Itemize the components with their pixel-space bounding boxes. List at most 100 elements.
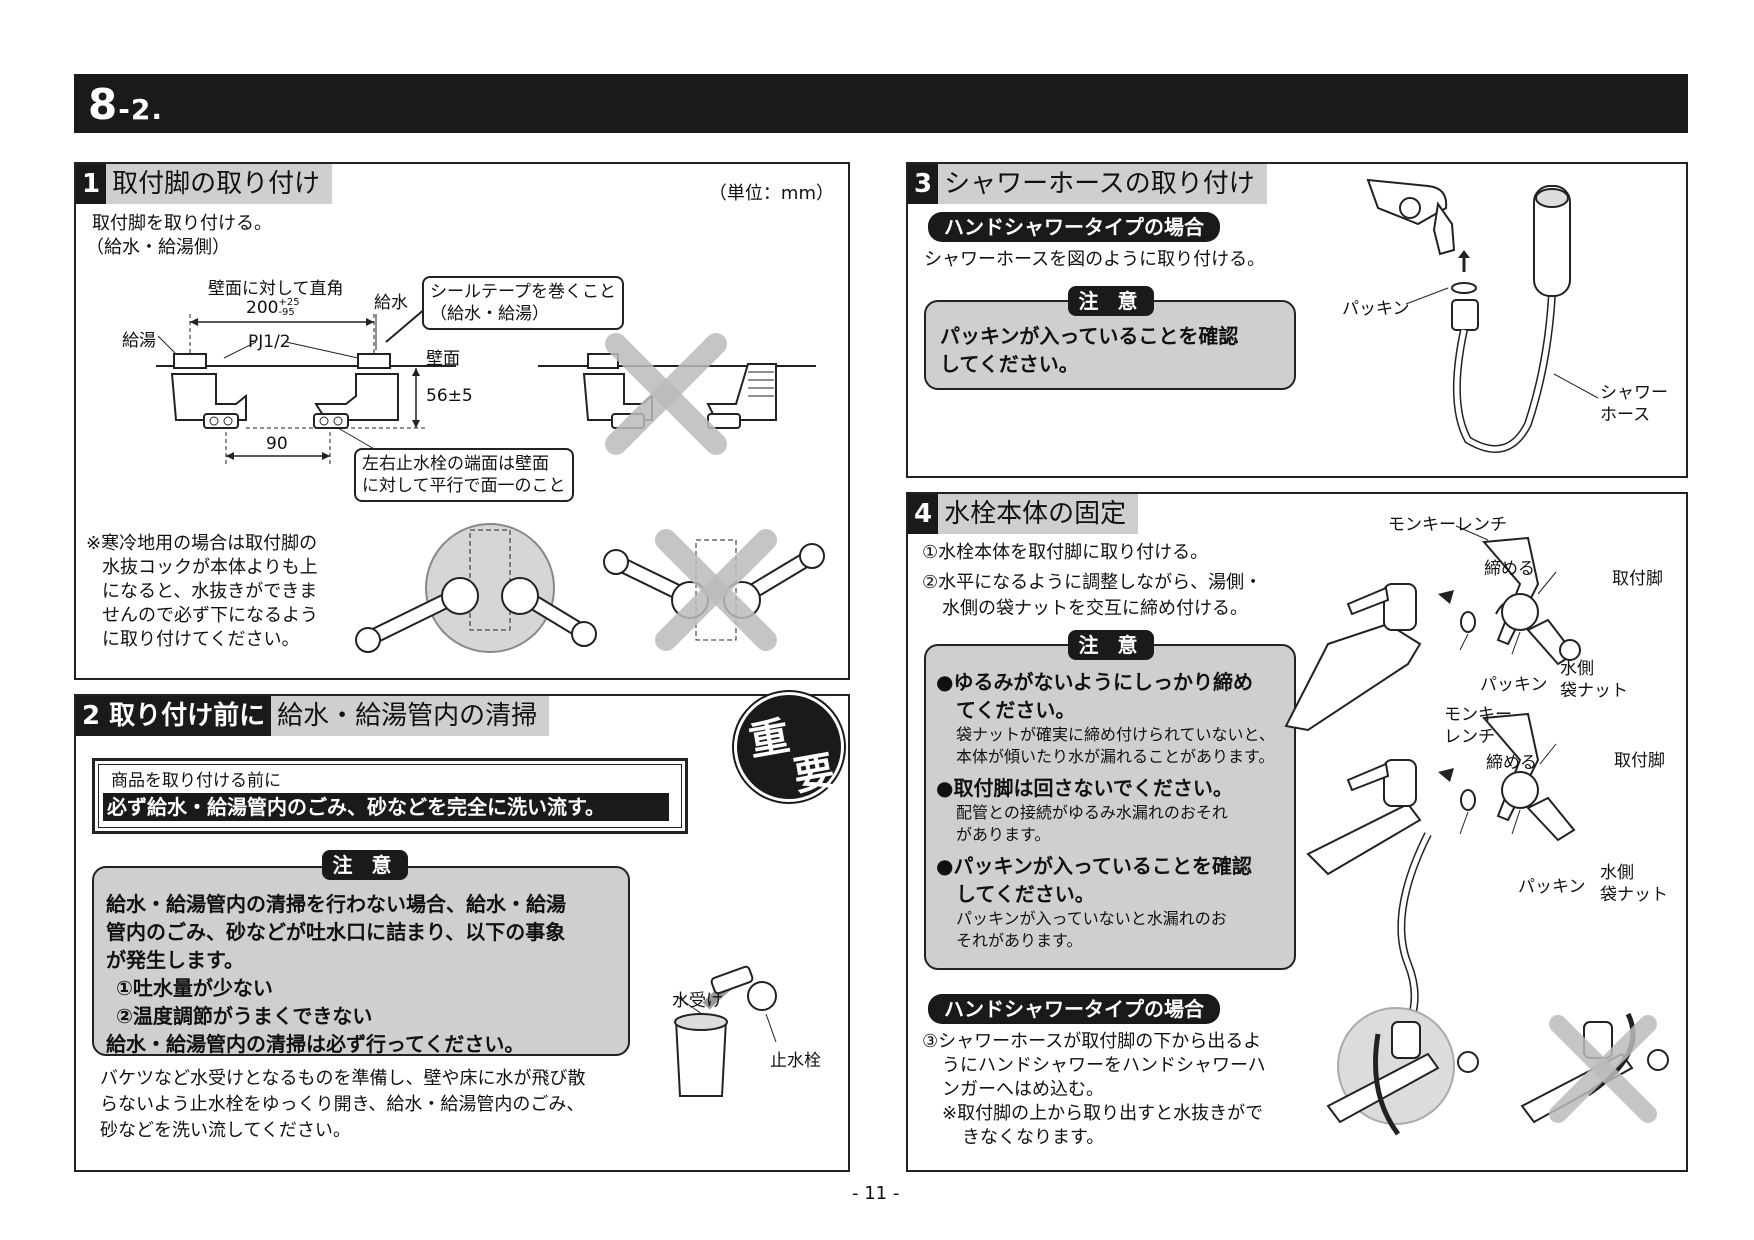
sec2-body-line1: バケツなど水受けとなるものを準備し、壁や床に水が飛び散	[100, 1068, 586, 1089]
shower-hose-illustration	[1366, 178, 1599, 453]
tol-plus: +25	[278, 297, 300, 308]
note-line5: に取り付けてください。	[102, 629, 300, 650]
sec4-step2-line2: 水側の袋ナットを交互に締め付ける。	[942, 598, 1248, 619]
sec4-number: 4	[908, 494, 939, 534]
sec4-step1: ①水栓本体を取付脚に取り付ける。	[922, 542, 1209, 563]
label-mizuuke: 水受け	[672, 991, 723, 1011]
tol-minus: -95	[278, 307, 295, 318]
sec4-caution-content: ●ゆるみがないようにしっかり締め てください。 袋ナットが確実に締め付けられてい…	[936, 668, 1275, 952]
notice-line1: 商品を取り付ける前に	[111, 771, 281, 791]
c2-body-line1: 配管との接続がゆるみ水漏れのおそれ	[956, 803, 1228, 822]
c3-title-line1: ●パッキンが入っていることを確認	[936, 854, 1252, 878]
sec3-type-pill: ハンドシャワータイプの場合	[928, 212, 1220, 242]
sec3-number: 3	[908, 164, 939, 204]
label-wall: 壁面	[426, 349, 460, 369]
label-mizugawa2-line2: 袋ナット	[1600, 885, 1668, 905]
sec2-body: バケツなど水受けとなるものを準備し、壁や床に水が飛び散 らないよう止水栓をゆっく…	[100, 1066, 585, 1144]
label-mizugawa2: 水側 袋ナット	[1600, 862, 1668, 906]
sec2-caution-box: 給水・給湯管内の清掃を行わない場合、給水・給湯 管内のごみ、砂などが吐水口に詰ま…	[92, 866, 630, 1056]
label-kyusui: 給水	[374, 293, 408, 313]
label-shimeru2: 締める	[1486, 753, 1537, 773]
callout-parallel-line1: 左右止水栓の端面は壁面	[362, 454, 549, 474]
notice-line2: 必ず給水・給湯管内のごみ、砂などを完全に洗い流す。	[103, 793, 669, 821]
label-mizugawa: 水側 袋ナット	[1560, 658, 1628, 702]
sec1-note: ※寒冷地用の場合は取付脚の 水抜コックが本体よりも上 になると、水抜きができま …	[86, 532, 318, 652]
section-sub: -2.	[118, 93, 163, 126]
label-mizugawa-line1: 水側	[1560, 659, 1594, 679]
sec2-caution-line5: ②温度調節がうまくできない	[116, 1004, 373, 1028]
section-number: 8-2.	[88, 80, 163, 129]
step3-line1: ③シャワーホースが取付脚の下から出るよ	[922, 1031, 1262, 1052]
sec2-title-bar: 2 取り付け前に給水・給湯管内の清掃	[76, 696, 550, 736]
sec2-caution-line2: 管内のごみ、砂などが吐水口に詰まり、以下の事象	[106, 920, 566, 944]
sec2-body-line3: 砂などを洗い流してください。	[100, 1120, 351, 1141]
callout-seal-line2: （給水・給湯）	[430, 304, 549, 324]
notice-frame: 商品を取り付ける前に 必ず給水・給湯管内のごみ、砂などを完全に洗い流す。	[92, 758, 688, 834]
label-monkey2-line1: モンキー	[1444, 705, 1512, 725]
callout-seal-tape: シールテープを巻くこと （給水・給湯）	[422, 276, 624, 330]
label-200-value: 200	[246, 298, 279, 318]
label-56: 56±5	[426, 386, 473, 406]
panel-2: 2 取り付け前に給水・給湯管内の清掃 重 要 商品を取り付ける前に 必ず給水・給…	[74, 683, 853, 1172]
label-200: 200+25-95	[246, 298, 300, 319]
label-packing2: パッキン	[1518, 877, 1586, 897]
label-toritsuke2: 取付脚	[1614, 751, 1665, 771]
sec2-caution-text: 給水・給湯管内の清掃を行わない場合、給水・給湯 管内のごみ、砂などが吐水口に詰ま…	[106, 890, 566, 1058]
label-200-tolerance: +25-95	[278, 298, 299, 318]
label-monkey2-line2: レンチ	[1444, 727, 1495, 747]
sec2-caution-line1: 給水・給湯管内の清掃を行わない場合、給水・給湯	[106, 892, 566, 916]
label-packing-3: パッキン	[1342, 299, 1410, 319]
c3-title-line2: してください。	[956, 882, 1095, 906]
c1-title-line1: ●ゆるみがないようにしっかり締め	[936, 670, 1254, 694]
label-mizugawa-line2: 袋ナット	[1560, 681, 1628, 701]
sec1-unit: （単位：mm）	[708, 183, 834, 204]
label-monkey2: モンキー レンチ	[1444, 704, 1512, 748]
sec1-line1: 取付脚を取り付ける。	[92, 213, 272, 234]
section-header-bar: 8-2.	[74, 74, 1688, 133]
label-hose-line1: シャワー	[1600, 383, 1668, 403]
sec4-type-pill: ハンドシャワータイプの場合	[928, 994, 1220, 1024]
section-main: 8	[88, 80, 119, 129]
sec2-caution-line3: が発生します。	[106, 948, 244, 972]
sec4-steps: ①水栓本体を取付脚に取り付ける。 ②水平になるように調整しながら、湯側・ 水側の…	[922, 540, 1262, 622]
page-number: - 11 -	[852, 1183, 900, 1204]
sec4-step3: ③シャワーホースが取付脚の下から出るよ うにハンドシャワーをハンドシャワーハ ン…	[922, 1030, 1266, 1150]
note-line1: ※寒冷地用の場合は取付脚の	[86, 533, 318, 554]
note-line3: になると、水抜きができま	[102, 581, 318, 602]
leg-install-diagram	[156, 307, 825, 653]
sec3-caution-text: パッキンが入っていることを確認 してください。	[940, 322, 1238, 378]
callout-seal-line1: シールテープを巻くこと	[430, 282, 616, 302]
sec2-caution-line4: ①吐水量が少ない	[116, 976, 273, 1000]
callout-parallel: 左右止水栓の端面は壁面 に対して平行で面一のこと	[354, 448, 574, 502]
callout-parallel-line2: に対して平行で面一のこと	[362, 476, 566, 496]
label-hose-line2: ホース	[1600, 405, 1651, 425]
c2-title: ●取付脚は回さないでください。	[936, 776, 1233, 800]
label-shisui: 止水栓	[770, 1051, 821, 1071]
sec2-caution-line6: 給水・給湯管内の清掃は必ず行ってください。	[106, 1032, 525, 1056]
c1-body-line1: 袋ナットが確実に締め付けられていないと、	[956, 725, 1275, 744]
bucket-illustration	[674, 965, 777, 1097]
sec4-caution-tag: 注 意	[1068, 630, 1154, 660]
label-vertical: 壁面に対して直角	[208, 279, 344, 299]
sec2-title: 給水・給湯管内の清掃	[277, 701, 538, 731]
label-hose: シャワー ホース	[1600, 382, 1668, 426]
c3-body-line1: パッキンが入っていないと水漏れのお	[956, 909, 1227, 928]
sec4-caution-box: ●ゆるみがないようにしっかり締め てください。 袋ナットが確実に締め付けられてい…	[924, 644, 1296, 970]
sec3-caution-line1: パッキンが入っていることを確認	[940, 324, 1239, 348]
label-toritsuke: 取付脚	[1612, 569, 1663, 589]
note-line2: 水抜コックが本体よりも上	[102, 557, 318, 578]
step3-line3: ンガーへはめ込む。	[942, 1079, 1104, 1100]
label-kyuto: 給湯	[122, 331, 156, 351]
label-90: 90	[266, 434, 288, 454]
sec3-caution-line2: してください。	[940, 352, 1079, 376]
label-monkey: モンキーレンチ	[1388, 515, 1507, 535]
label-pj: PJ1/2	[248, 332, 291, 352]
c1-title-line2: てください。	[956, 698, 1076, 722]
label-shimeru: 締める	[1484, 559, 1535, 579]
note-line4: せんので必ず下になるよう	[102, 605, 318, 626]
